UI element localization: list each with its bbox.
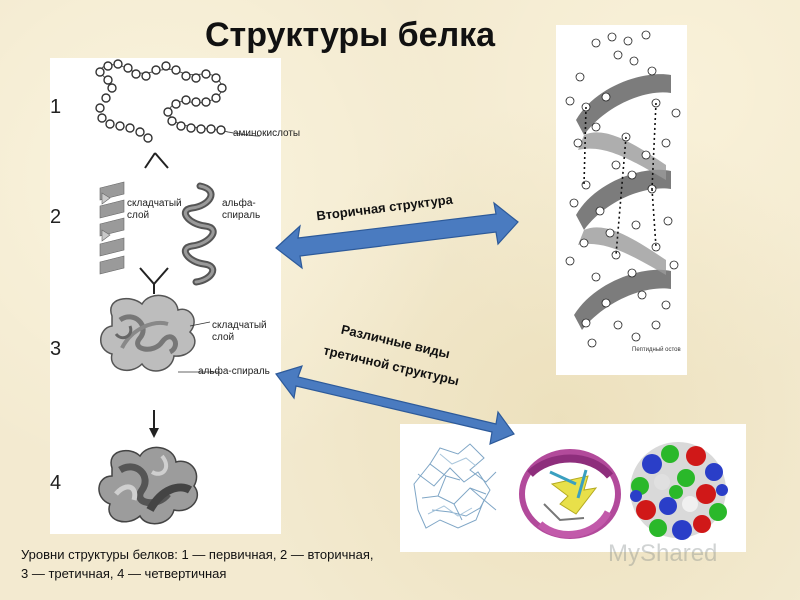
helix3-label: альфа-спираль: [198, 366, 270, 377]
tertiary-structures-panel: [400, 424, 746, 552]
levels-caption: Уровни структуры белков: 1 — первичная, …: [21, 547, 374, 581]
structure-levels-illustration: [95, 59, 261, 525]
sheet3-label-line2: слой: [212, 332, 235, 343]
space-filling-protein-icon: [630, 442, 728, 540]
level-number-1: 1: [50, 96, 62, 118]
secondary-structure-arrow: [275, 201, 519, 270]
merge-arrow: [139, 267, 169, 294]
amino-acid-chain: [95, 59, 261, 143]
sheet3-label-line1: складчатый: [212, 320, 267, 331]
ribbon-model-protein-icon: [519, 449, 621, 539]
helix-label-line1: альфа-: [222, 198, 256, 209]
tertiary-structure-icon: [100, 294, 196, 372]
alpha-helix-diagram-panel: Пептидный остов: [556, 25, 687, 375]
amino-acids-label: аминокислоты: [233, 128, 301, 139]
peptide-backbone-label: Пептидный остов: [632, 347, 681, 353]
sheet-label-line1: складчатый: [127, 198, 182, 209]
helix-label-line2: спираль: [222, 210, 261, 221]
structure-levels-panel: 1 2 3 4 аминокислоты складчатый слой аль…: [50, 58, 300, 534]
tertiary-structure-images: [413, 442, 728, 540]
level-number-3: 3: [50, 338, 62, 360]
tertiary-structure-arrow: [275, 365, 515, 445]
quaternary-structure-icon: [98, 446, 199, 525]
slide-title: Структуры белка: [205, 16, 496, 54]
level-number-4: 4: [50, 472, 62, 494]
split-arrow: [144, 152, 169, 169]
alpha-helix-molecular-diagram: [565, 30, 681, 348]
watermark: MyShared: [608, 540, 718, 567]
level-number-2: 2: [50, 206, 62, 228]
stick-model-protein-icon: [413, 443, 497, 529]
pleated-sheet-icon: [99, 181, 125, 275]
sheet-label-line2: слой: [127, 210, 150, 221]
